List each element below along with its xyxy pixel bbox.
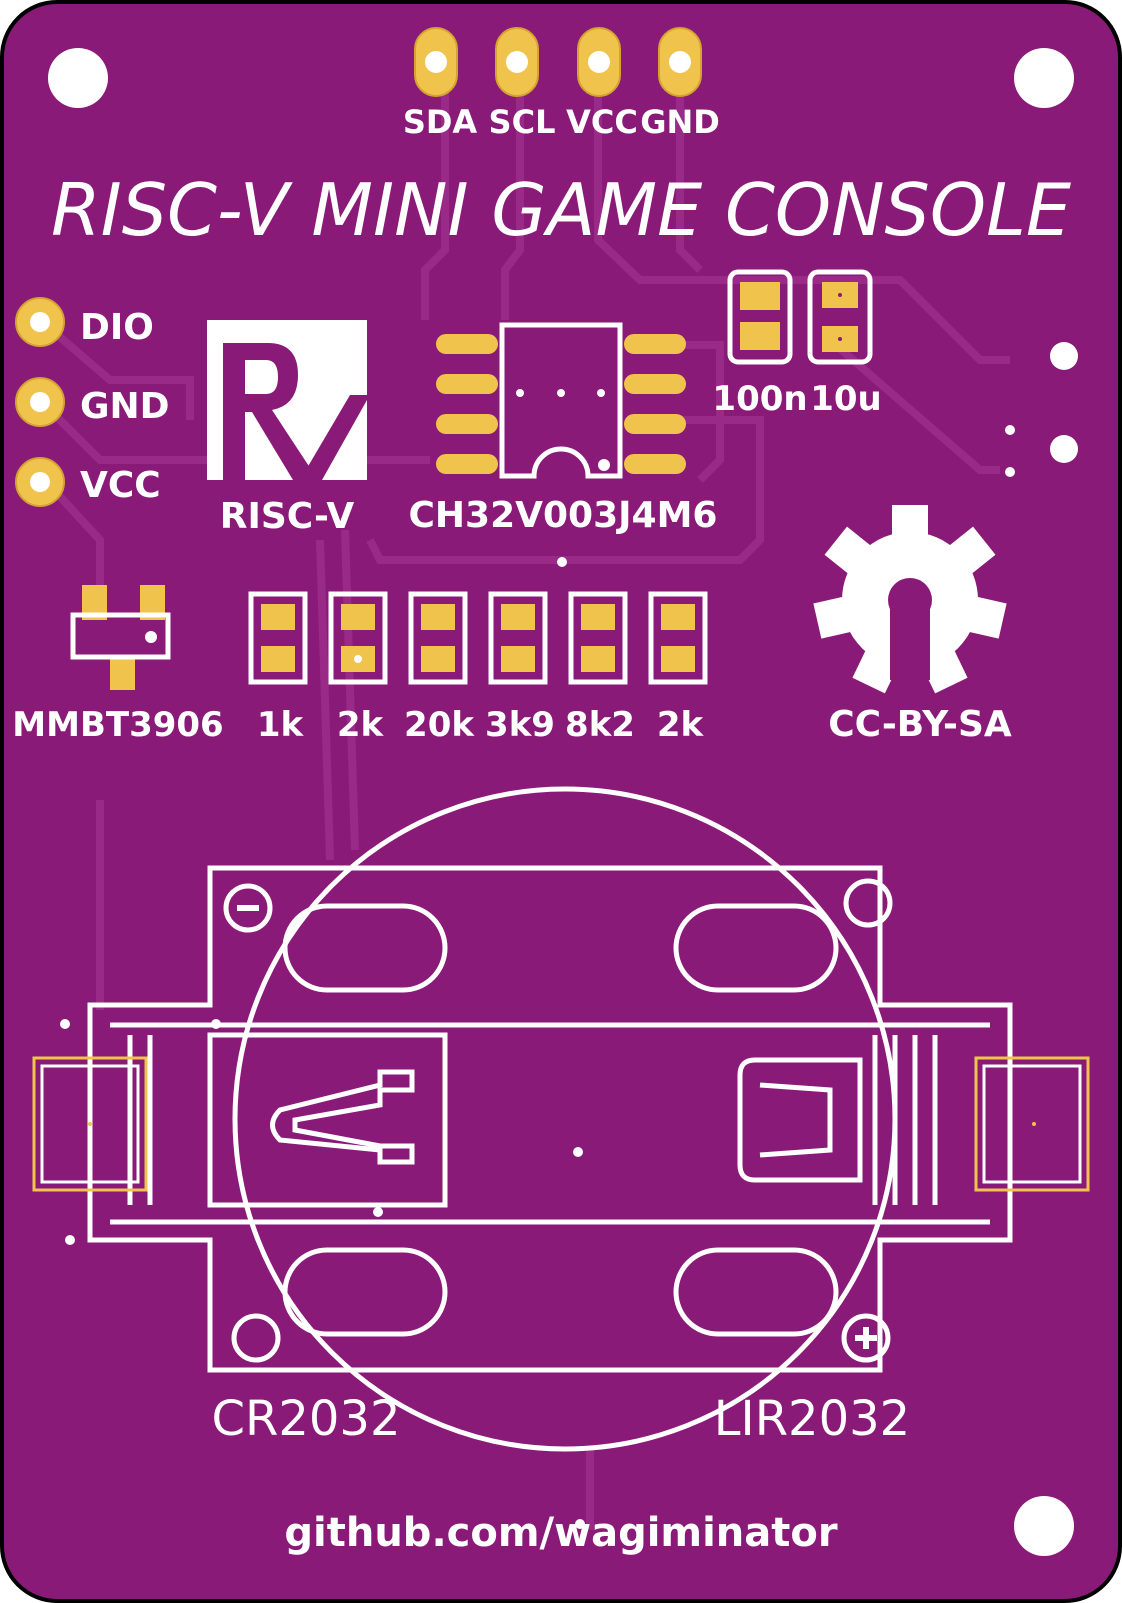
mounting-holes	[48, 48, 1074, 1556]
pin-label-scl: SCL	[489, 103, 556, 141]
capacitor-label-10u: 10u	[810, 379, 882, 419]
header-pins-top	[414, 27, 702, 97]
resistor-label-2: 2k	[337, 705, 385, 745]
chip-label: CH32V003J4M6	[409, 495, 718, 536]
chip-footprint	[436, 322, 686, 479]
plus-polarity-icon	[855, 1327, 877, 1349]
header-pin-labels: SDA SCL VCC GND	[403, 103, 720, 141]
license-label: CC-BY-SA	[828, 704, 1012, 745]
resistor-label-3: 20k	[404, 705, 475, 745]
resistor-footprints	[248, 591, 708, 685]
battery-holder	[87, 786, 1013, 1452]
vias	[60, 342, 1078, 1529]
pin-label-vcc: VCC	[566, 103, 638, 141]
resistor-label-5: 8k2	[565, 705, 635, 745]
side-pin-label-gnd: GND	[80, 386, 170, 427]
side-pin-label-vcc: VCC	[80, 465, 161, 506]
transistor-label: MMBT3906	[12, 705, 223, 745]
pin-label-gnd: GND	[640, 103, 720, 141]
side-pin-label-dio: DIO	[80, 307, 154, 348]
risc-v-logo	[207, 320, 367, 480]
board-title: RISC-V MINI GAME CONSOLE	[51, 168, 1072, 252]
copper-traces	[37, 60, 1010, 1530]
minus-polarity-icon	[237, 905, 259, 911]
risc-v-label: RISC-V	[220, 496, 355, 537]
open-hardware-gear-icon	[813, 505, 1007, 694]
capacitor-label-100n: 100n	[712, 379, 807, 419]
capacitor-footprints	[727, 269, 873, 365]
resistor-label-1: 1k	[257, 705, 305, 745]
resistor-label-4: 3k9	[485, 705, 555, 745]
pin-label-sda: SDA	[403, 103, 478, 141]
side-pins	[15, 297, 65, 507]
transistor-footprint	[70, 585, 171, 690]
battery-label-cr2032: CR2032	[211, 1391, 400, 1447]
resistor-label-6: 2k	[657, 705, 705, 745]
battery-contact-pads	[32, 1056, 1090, 1192]
battery-label-lir2032: LIR2032	[714, 1391, 910, 1447]
footer-url: github.com/wagiminator	[284, 1510, 837, 1556]
